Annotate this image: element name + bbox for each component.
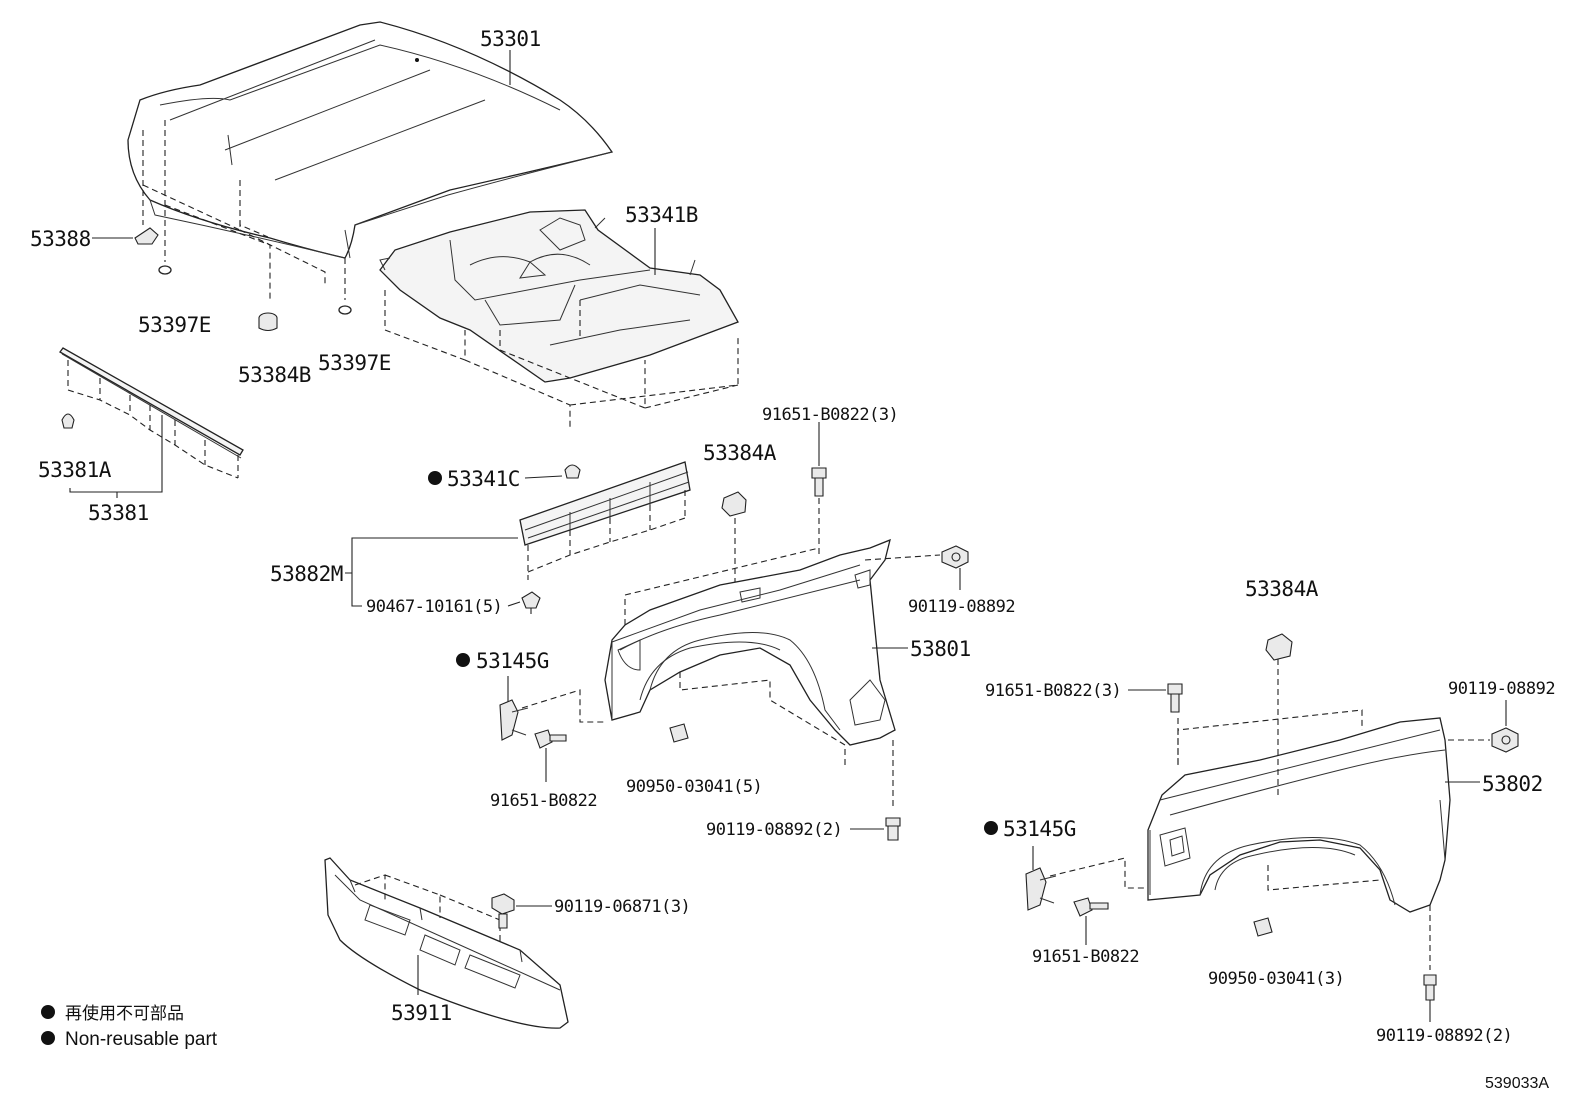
label-90119-08892-2-right: 90119-08892(2) — [1376, 1026, 1512, 1046]
figure-id: 539033A — [1485, 1075, 1549, 1092]
legend-text-english: Non-reusable part — [65, 1029, 218, 1050]
nut-90950-left — [669, 723, 689, 743]
label-53802: 53802 — [1482, 772, 1543, 796]
label-90950-5: 90950-03041(5) — [626, 777, 762, 797]
bolt-91651-right-upper — [1167, 683, 1183, 713]
label-53384A-right: 53384A — [1245, 577, 1319, 601]
non-reusable-marker — [984, 821, 998, 835]
front-fender-left — [604, 538, 896, 746]
label-90119-08892-left: 90119-08892 — [908, 597, 1015, 617]
clip-53341C — [564, 464, 581, 479]
hood-panel — [127, 21, 614, 259]
bolt-91651-left — [534, 729, 567, 749]
legend: 再使用不可部品 Non-reusable part — [41, 1003, 218, 1050]
legend-dot-en — [41, 1031, 55, 1045]
label-91651-B0822-3-right: 91651-B0822(3) — [985, 681, 1121, 701]
clip-53145G-left — [499, 699, 529, 741]
label-91651-B0822-3-upper: 91651-B0822(3) — [762, 405, 898, 425]
clip-53381A — [61, 413, 75, 429]
cushion-53384A-right — [1265, 633, 1293, 661]
fender-moulding — [519, 461, 691, 546]
legend-text-japanese: 再使用不可部品 — [65, 1003, 184, 1024]
label-90467: 90467-10161(5) — [366, 597, 502, 617]
bolt-90119-left-bottom — [885, 817, 901, 841]
non-reusable-marker — [428, 471, 442, 485]
seal-53397E-left — [158, 265, 172, 275]
label-53882M: 53882M — [270, 562, 343, 586]
bolt-90119-06871 — [491, 893, 515, 929]
label-53388: 53388 — [30, 227, 91, 251]
hood-seal-strip — [59, 347, 244, 459]
cushion-53384B — [258, 312, 278, 332]
hood-insulator — [379, 209, 739, 383]
label-53381: 53381 — [88, 501, 149, 525]
clip-53145G-right — [1025, 867, 1057, 911]
front-fender-right — [1147, 717, 1451, 913]
label-53341B: 53341B — [625, 203, 698, 227]
nut-90950-right — [1253, 917, 1273, 937]
bolt-91651-right — [1073, 897, 1109, 917]
label-90119-06871: 90119-06871(3) — [554, 897, 690, 917]
label-53341C: 53341C — [447, 467, 520, 491]
clip-90467 — [521, 591, 541, 614]
bolt-91651-upper — [811, 467, 827, 497]
label-53301: 53301 — [480, 27, 541, 51]
label-53381A: 53381A — [38, 458, 112, 482]
bolt-90119-left — [941, 545, 969, 569]
label-91651-B0822-right: 91651-B0822 — [1032, 947, 1139, 967]
seal-53397E-right — [338, 305, 352, 315]
non-reusable-marker — [456, 653, 470, 667]
bolt-90119-right-bottom — [1423, 974, 1437, 1001]
cushion-53384A-left — [721, 491, 747, 517]
label-53397E-right: 53397E — [318, 351, 391, 375]
label-53397E-left: 53397E — [138, 313, 211, 337]
label-53911: 53911 — [391, 1001, 452, 1025]
label-90950-3: 90950-03041(3) — [1208, 969, 1344, 989]
bolt-90119-right — [1491, 727, 1519, 753]
front-grille-lower — [324, 857, 569, 1029]
label-91651-B0822-left: 91651-B0822 — [490, 791, 597, 811]
clip-53388 — [134, 227, 159, 245]
label-53384A-left: 53384A — [703, 441, 777, 465]
label-90119-08892-right: 90119-08892 — [1448, 679, 1555, 699]
label-90119-08892-2-left: 90119-08892(2) — [706, 820, 842, 840]
label-53145G-right: 53145G — [1003, 817, 1076, 841]
label-53145G-left: 53145G — [476, 649, 549, 673]
label-53384B: 53384B — [238, 363, 311, 387]
legend-dot-jp — [41, 1005, 55, 1019]
label-53801: 53801 — [910, 637, 971, 661]
